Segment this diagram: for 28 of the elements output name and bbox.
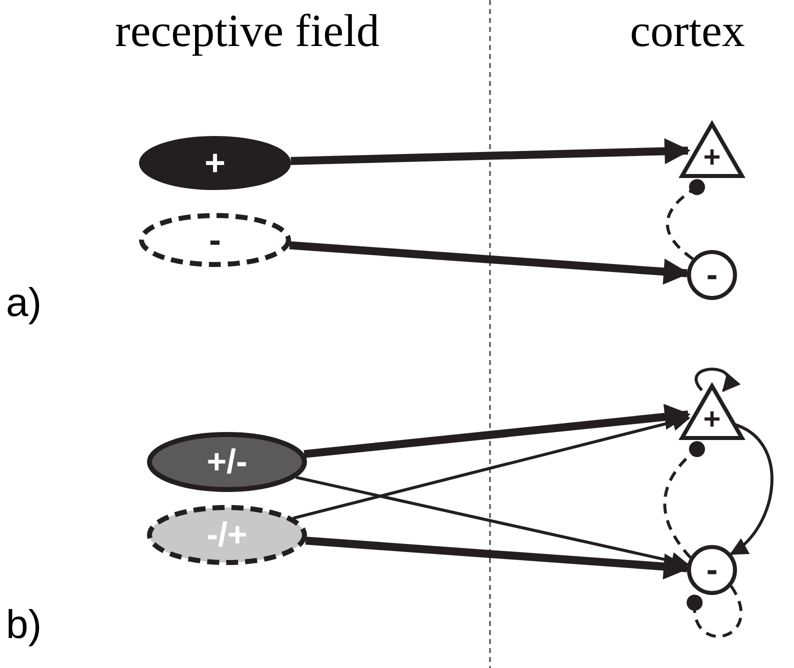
neuron-triangle xyxy=(679,383,745,441)
neuron-circle xyxy=(687,545,737,595)
neuron-triangle xyxy=(679,121,745,179)
panel-label: a) xyxy=(6,283,42,323)
sign-label: + xyxy=(702,143,722,173)
receptive-field-ellipse xyxy=(139,213,291,267)
panel-label: b) xyxy=(6,605,42,645)
column-heading: cortex xyxy=(630,8,745,54)
sign-label: - xyxy=(705,258,719,292)
receptive-field-ellipse xyxy=(139,136,291,190)
sign-label: - xyxy=(705,553,719,587)
inhibitory-connector xyxy=(666,179,705,260)
sign-label: +/- xyxy=(206,445,248,479)
arrow xyxy=(304,404,691,458)
sign-label: + xyxy=(203,145,227,181)
receptive-field-ellipse xyxy=(147,432,307,492)
arrow xyxy=(290,138,691,166)
receptive-field-ellipse xyxy=(147,505,307,565)
arrow xyxy=(730,422,774,556)
arrow xyxy=(694,368,740,392)
inhibitory-connector xyxy=(686,585,742,638)
sign-label: -/+ xyxy=(206,518,248,552)
sign-label: + xyxy=(702,405,722,435)
sign-label: - xyxy=(208,222,222,258)
neuron-circle xyxy=(687,250,737,300)
arrow xyxy=(289,241,690,285)
inhibitory-connector xyxy=(663,441,705,558)
column-heading: receptive field xyxy=(115,8,380,54)
